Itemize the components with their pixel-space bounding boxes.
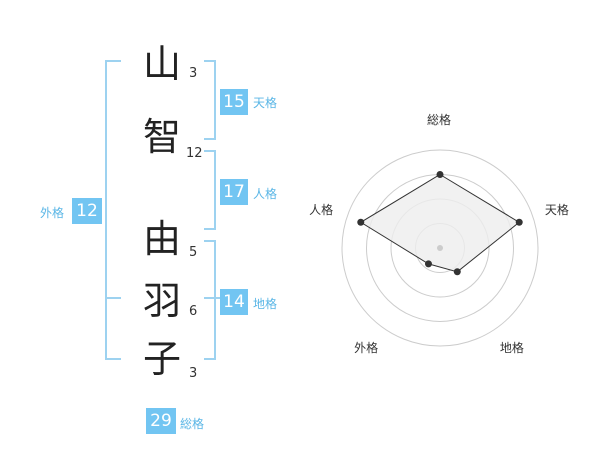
gaikaku-label: 外格 [40, 206, 65, 220]
radar-point-3 [453, 268, 461, 276]
stroke-count-2: 12 [186, 146, 203, 161]
radar-axis-label: 地格 [499, 341, 524, 356]
chikaku-bracket [204, 240, 216, 360]
name-char-5: 子 [142, 337, 181, 381]
tenkaku-label: 天格 [253, 96, 278, 110]
name-char-1: 山 [142, 42, 181, 86]
radar-point-5 [357, 218, 365, 226]
soukaku-value: 29 [146, 408, 176, 434]
stroke-count-4: 6 [189, 304, 198, 319]
gaikaku-value: 12 [72, 198, 102, 224]
jinkaku-label: 人格 [253, 187, 278, 201]
name-char-4: 羽 [142, 279, 181, 323]
radar-point-1 [436, 171, 444, 178]
chikaku-bracket-split [204, 297, 220, 299]
chikaku-value: 14 [220, 289, 248, 315]
chikaku-label: 地格 [253, 297, 278, 311]
stroke-count-5: 3 [189, 366, 198, 381]
name-char-3: 由 [142, 217, 181, 261]
radar-axis-label: 総格 [427, 113, 452, 127]
radar-point-4 [424, 260, 432, 268]
radar-shape [359, 173, 521, 273]
soukaku-label: 総格 [180, 417, 205, 431]
radar-axis-label: 人格 [309, 202, 334, 217]
radar-ring [341, 149, 539, 347]
jinkaku-value: 17 [220, 179, 248, 205]
tenkaku-value: 15 [220, 89, 248, 115]
tenkaku-bracket [204, 60, 216, 140]
radar-axis-label: 外格 [354, 341, 379, 356]
name-char-2: 智 [142, 115, 181, 159]
radar-axis-label: 天格 [544, 202, 569, 217]
gaikaku-bracket [105, 60, 121, 360]
stroke-count-1: 3 [189, 66, 198, 81]
radar-center-dot [437, 245, 443, 251]
radar-point-2 [515, 218, 523, 226]
radar-points [357, 171, 523, 276]
gaikaku-bracket-split [105, 297, 121, 299]
stroke-count-3: 5 [189, 245, 198, 260]
jinkaku-bracket [204, 150, 216, 230]
